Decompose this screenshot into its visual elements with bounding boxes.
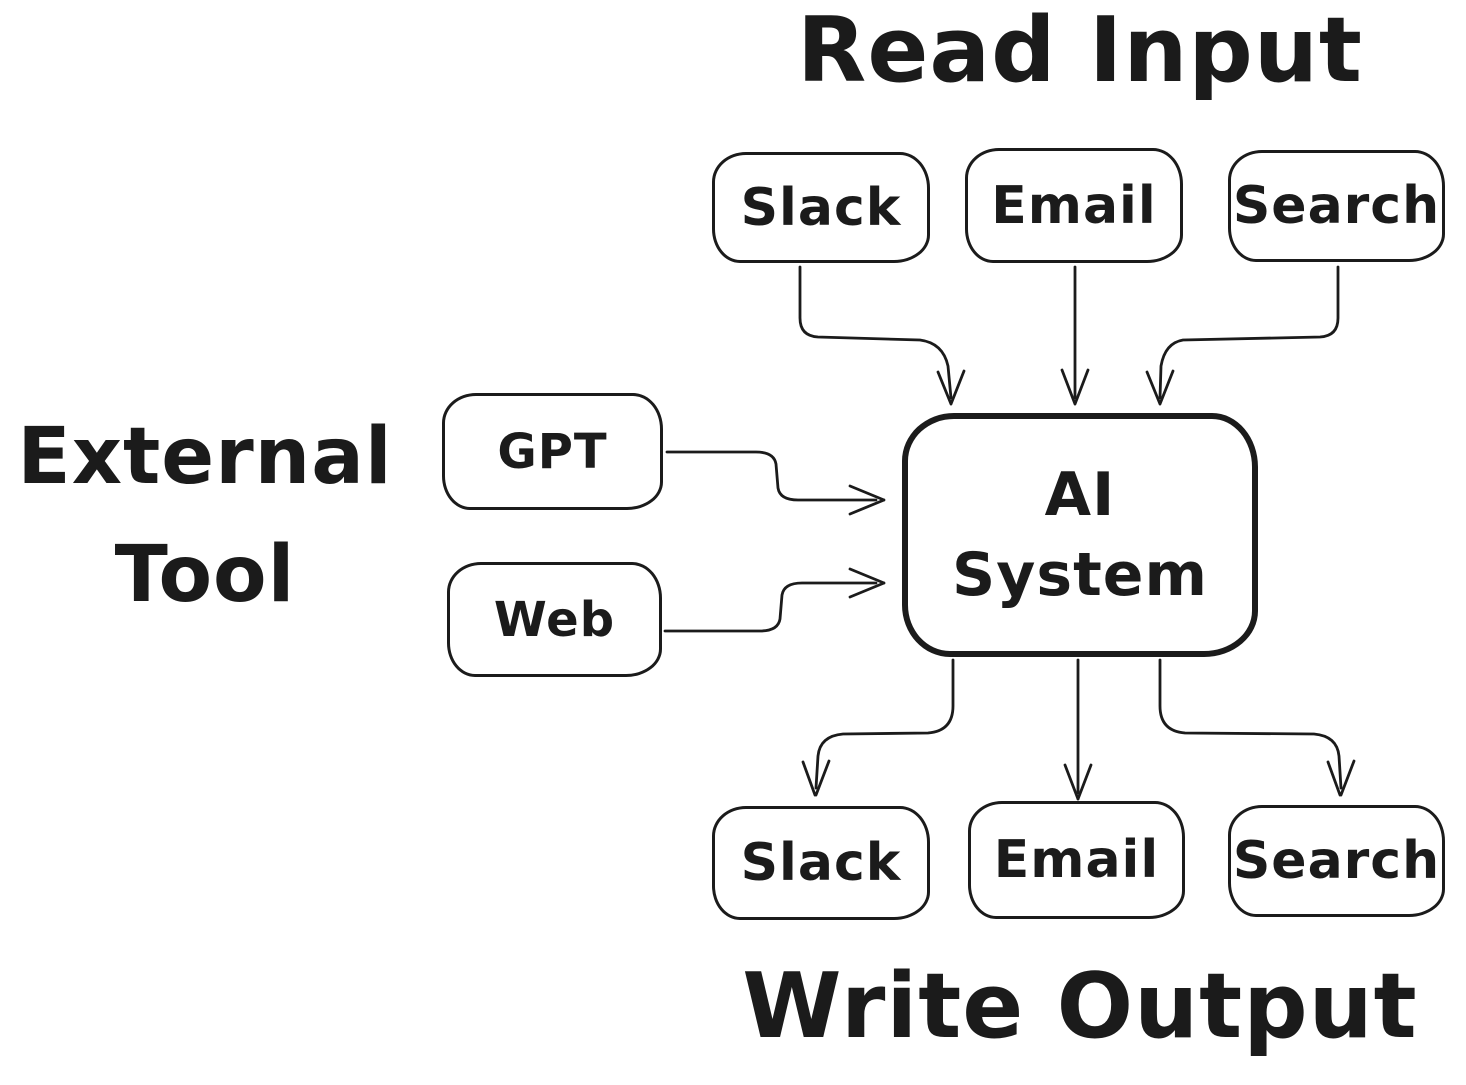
node-output-search-label: Search bbox=[1232, 831, 1441, 891]
arrow-web-to-ai bbox=[663, 567, 886, 633]
node-gpt-label: GPT bbox=[497, 423, 608, 480]
node-output-search[interactable]: Search bbox=[1228, 805, 1445, 917]
external-tool-title-line1: External bbox=[17, 412, 393, 502]
external-tool-title: External Tool bbox=[0, 398, 410, 634]
arrow-gpt-to-ai bbox=[665, 450, 886, 516]
arrow-ai-to-output-slack bbox=[801, 658, 955, 797]
node-input-email[interactable]: Email bbox=[965, 148, 1183, 263]
read-input-title: Read Input bbox=[797, 0, 1363, 103]
node-output-slack[interactable]: Slack bbox=[712, 806, 930, 920]
arrow-input-email-to-ai bbox=[1060, 265, 1090, 406]
arrow-input-search-to-ai bbox=[1145, 265, 1340, 406]
node-ai-system-label-line1: AI bbox=[1044, 460, 1116, 530]
node-input-email-label: Email bbox=[991, 175, 1157, 236]
node-input-search-label: Search bbox=[1232, 176, 1441, 236]
node-input-slack-label: Slack bbox=[740, 177, 902, 238]
node-ai-system-label-line2: System bbox=[952, 540, 1208, 610]
node-gpt[interactable]: GPT bbox=[442, 393, 663, 510]
node-output-email[interactable]: Email bbox=[968, 801, 1185, 919]
external-tool-title-line2: Tool bbox=[114, 530, 296, 620]
node-input-search[interactable]: Search bbox=[1228, 150, 1445, 262]
node-output-slack-label: Slack bbox=[740, 833, 902, 893]
node-web-label: Web bbox=[493, 591, 616, 648]
arrow-ai-to-output-search bbox=[1158, 658, 1356, 797]
node-output-email-label: Email bbox=[993, 830, 1160, 890]
arrow-input-slack-to-ai bbox=[798, 265, 966, 406]
write-output-title: Write Output bbox=[742, 954, 1418, 1059]
arrow-ai-to-output-email bbox=[1063, 658, 1093, 801]
node-ai-system[interactable]: AI System bbox=[902, 413, 1258, 657]
node-web[interactable]: Web bbox=[447, 562, 662, 677]
node-input-slack[interactable]: Slack bbox=[712, 152, 930, 263]
